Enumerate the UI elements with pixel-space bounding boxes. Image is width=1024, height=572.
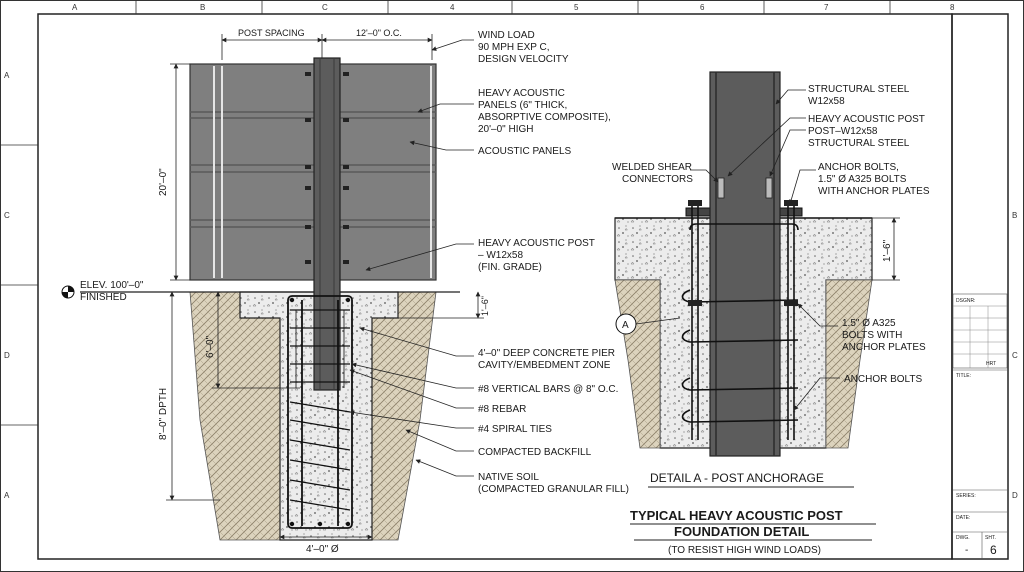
elevation-marker <box>61 285 75 299</box>
detail-callout-anchor-1: ANCHOR BOLTS, <box>818 162 899 173</box>
callout-panels-3: ABSORPTIVE COMPOSITE), <box>478 112 611 123</box>
callout-rebar: #8 REBAR <box>478 404 526 415</box>
dim-pier-top: 1'–6" <box>480 296 490 316</box>
grid-col-8: 8 <box>950 3 955 12</box>
grid-col-6: 6 <box>700 3 705 12</box>
detail-title: DETAIL A - POST ANCHORAGE <box>650 471 824 485</box>
callout-spiral-ties: #4 SPIRAL TIES <box>478 424 552 435</box>
concrete-pier <box>239 291 399 541</box>
detail-callout-steel-2: W12x58 <box>808 96 845 107</box>
dim-post-oc: 12'–0" O.C. <box>356 28 402 38</box>
drawing-title: TYPICAL HEAVY ACOUSTIC POST FOUNDATION D… <box>630 508 876 556</box>
grid-row-1: A <box>4 71 10 80</box>
detail-callout-anchor-2: 1.5" Ø A325 BOLTS <box>818 174 907 185</box>
detail-a-view: A 1'–6" STRUCTURAL STEEL W12x58 HEAVY AC… <box>612 71 930 488</box>
tb-designer-label: DSGNR: <box>956 298 975 304</box>
callout-native-soil-2: (COMPACTED GRANULAR FILL) <box>478 484 629 495</box>
detail-callout-anchor-bolts: ANCHOR BOLTS <box>844 374 922 385</box>
grid-row-4: A <box>4 491 10 500</box>
detail-rebar <box>681 206 799 440</box>
callout-native-soil-1: NATIVE SOIL <box>478 472 539 483</box>
detail-callout-bolts-2: BOLTS WITH <box>842 330 902 341</box>
tb-dwg-label: DWG. <box>956 535 970 541</box>
detail-steel-post <box>709 71 781 457</box>
grid-col-5: 5 <box>574 3 579 12</box>
detail-callout-bolts-3: ANCHOR PLATES <box>842 342 926 353</box>
grid-column-labels: A B C 4 5 6 7 8 <box>72 3 955 12</box>
callout-post-3: (FIN. GRADE) <box>478 262 542 273</box>
callout-wind-load-2: 90 MPH EXP C, <box>478 42 550 53</box>
callout-wind-load-1: WIND LOAD <box>478 30 535 41</box>
dim-embedment: 6'–0" <box>205 335 216 358</box>
tb-dwg-value: - <box>965 545 968 556</box>
elevation-label: ELEV. 100'–0" <box>80 280 144 291</box>
grid-row-r3: D <box>1012 491 1018 500</box>
elevation-view: POST SPACING 12'–0" O.C. 20'–0" 6'–0" 8'… <box>61 28 629 555</box>
detail-callout-anchor-3: WITH ANCHOR PLATES <box>818 186 930 197</box>
grid-col-1: A <box>72 3 78 12</box>
callout-post-1: HEAVY ACOUSTIC POST <box>478 238 595 249</box>
grid-col-3: C <box>322 3 328 12</box>
tb-series-label: SERIES: <box>956 493 976 499</box>
tb-date-label: DATE: <box>956 515 970 521</box>
title-block-frame <box>951 13 1009 560</box>
dim-panel-height: 20'–0" <box>158 168 169 196</box>
callout-pier-1: 4'–0" DEEP CONCRETE PIER <box>478 348 615 359</box>
grid-row-2: C <box>4 211 10 220</box>
grid-row-r1: B <box>1012 211 1017 220</box>
dim-pier-diameter: 4'–0" Ø <box>306 544 339 555</box>
callout-vertical-bars: #8 VERTICAL BARS @ 8" O.C. <box>478 384 618 395</box>
elevation-label-finished: FINISHED <box>80 292 127 303</box>
detail-callout-bolts-1: 1.5" Ø A325 <box>842 318 896 329</box>
drawing-title-line1: TYPICAL HEAVY ACOUSTIC POST <box>630 508 843 523</box>
callout-post-2: – W12x58 <box>478 250 523 261</box>
callout-panels-1: HEAVY ACOUSTIC <box>478 88 565 99</box>
title-block: DSGNR: HRT TITLE: SERIES: DATE: DWG. SHT… <box>952 293 1008 559</box>
steel-post <box>313 57 341 391</box>
grid-col-7: 7 <box>824 3 829 12</box>
grid-col-4: 4 <box>450 3 455 12</box>
grid-row-labels: A C D A B C D <box>4 71 1018 500</box>
dim-total-depth: 8'–0" DPTH <box>158 388 169 440</box>
detail-bubble: A <box>622 320 629 331</box>
tb-hrt-label: HRT <box>986 361 996 367</box>
detail-callout-steel-1: STRUCTURAL STEEL <box>808 84 910 95</box>
grid-row-r2: C <box>1012 351 1018 360</box>
callout-wind-load-3: DESIGN VELOCITY <box>478 54 569 65</box>
dim-post-spacing: POST SPACING <box>238 28 305 38</box>
callout-panels-2: PANELS (6" THICK, <box>478 100 567 111</box>
drawing-subtitle: (TO RESIST HIGH WIND LOADS) <box>668 545 821 556</box>
tb-title-label: TITLE: <box>956 373 971 379</box>
drawing-title-line2: FOUNDATION DETAIL <box>674 524 809 539</box>
callout-backfill: COMPACTED BACKFILL <box>478 447 592 458</box>
tb-sheet-value: 6 <box>990 543 997 557</box>
detail-callout-post-3: STRUCTURAL STEEL <box>808 138 910 149</box>
callout-pier-2: CAVITY/EMBEDMENT ZONE <box>478 360 611 371</box>
detail-callout-shear-1: WELDED SHEAR <box>612 162 692 173</box>
tb-sheet-label: SHT. <box>985 535 996 541</box>
grid-col-2: B <box>200 3 205 12</box>
detail-callout-shear-2: CONNECTORS <box>622 174 693 185</box>
detail-callout-post-2: POST–W12x58 <box>808 126 878 137</box>
grid-row-3: D <box>4 351 10 360</box>
callout-acoustic-panels: ACOUSTIC PANELS <box>478 146 571 157</box>
detail-dim-depth: 1'–6" <box>882 239 893 262</box>
callout-panels-4: 20'–0" HIGH <box>478 124 533 135</box>
detail-callout-post-1: HEAVY ACOUSTIC POST <box>808 114 925 125</box>
